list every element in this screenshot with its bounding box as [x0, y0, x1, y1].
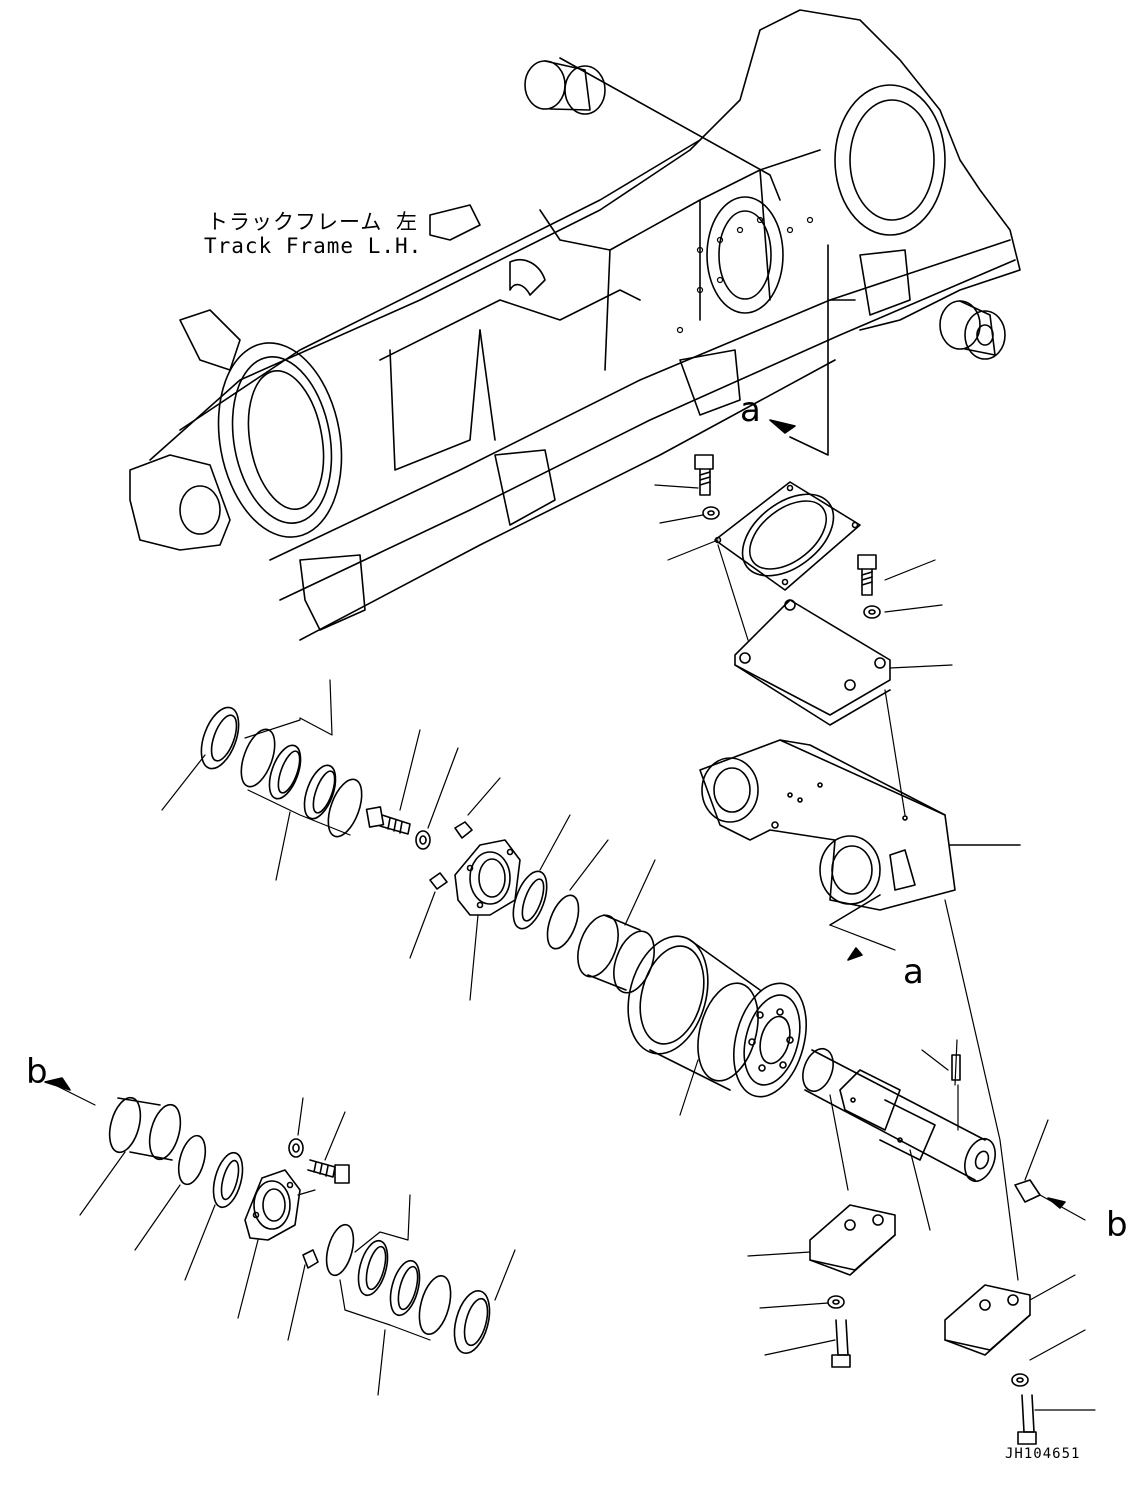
callout-b-left: b [26, 1052, 48, 1092]
seal-group-lower [325, 1194, 516, 1396]
cover-plate [714, 481, 861, 591]
frame-title-en: Track Frame L.H. [204, 234, 423, 258]
frame-title-jp: トラックフレーム 左 [207, 210, 419, 234]
thrust-ring-upper [512, 814, 609, 950]
frame-stub-top [524, 60, 606, 115]
bearing-cap-upper [454, 839, 521, 1001]
shaft-plug [1014, 1119, 1086, 1221]
plate-bolt [694, 454, 720, 520]
drawing-code: JH104651 [1005, 1446, 1081, 1462]
frame-stub-right [939, 300, 1006, 360]
leader-lines-upper [654, 484, 953, 816]
guard-bolt [857, 554, 881, 619]
guard-plate [734, 599, 891, 726]
seal-group-upper [161, 679, 363, 881]
holder-block-left [747, 1204, 896, 1368]
track-frame [129, 9, 1021, 641]
cap-bolt-upper [365, 729, 501, 959]
bearing-cap-lower [237, 1169, 316, 1319]
bushing-upper [577, 859, 656, 994]
holder-block-right [944, 1274, 1096, 1445]
callout-a-upper: a [740, 390, 761, 430]
callout-a-lower: a [903, 952, 924, 992]
thrust-ring-lower [134, 1134, 244, 1281]
roller-shaft [802, 899, 1019, 1281]
cap-bolt-lower [287, 1097, 350, 1341]
callout-b-right: b [1106, 1205, 1128, 1245]
track-roller [627, 935, 807, 1116]
bushing-lower [44, 1077, 182, 1216]
roller-bracket [699, 739, 1021, 961]
